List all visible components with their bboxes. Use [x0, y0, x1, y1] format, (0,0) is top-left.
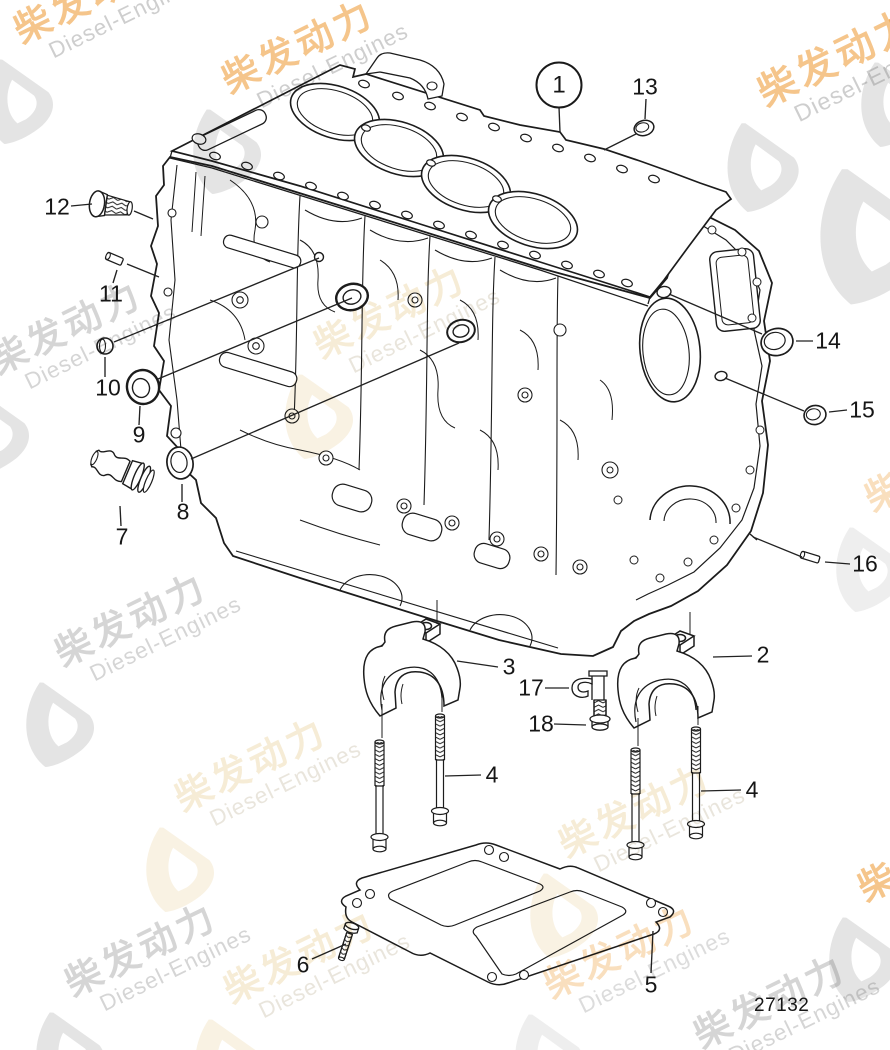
callout-18: 18 [528, 710, 554, 737]
leader-target-bores [313, 251, 758, 541]
callout-11: 11 [99, 280, 123, 307]
cup-plug-13 [633, 119, 655, 137]
callout-9: 9 [132, 421, 146, 448]
bearing-cap-right [616, 630, 716, 729]
alignment-lines [381, 600, 699, 746]
callout-4: 4 [485, 761, 499, 788]
engine-block [150, 156, 773, 657]
callout-8: 8 [176, 498, 190, 525]
callout-1: 1 [535, 61, 583, 109]
seal-ring-9 [125, 368, 161, 406]
cup-plug-14 [760, 327, 794, 357]
callout-15: 15 [849, 396, 875, 423]
drawing-number: 27132 [754, 995, 810, 1016]
callout-16: 16 [852, 550, 878, 577]
threaded-plug-12 [88, 190, 133, 218]
stud-bolt-18 [589, 699, 611, 731]
sealing-washer-8 [166, 446, 194, 480]
callout-12: 12 [44, 193, 70, 220]
dowel-pin-16 [799, 550, 821, 564]
callout-6: 6 [296, 951, 310, 978]
callout-17: 17 [518, 674, 544, 701]
callout-4: 4 [745, 776, 759, 803]
callout-14: 14 [815, 327, 841, 354]
callout-10: 10 [95, 374, 121, 401]
callout-3: 3 [502, 653, 516, 680]
head-gasket [169, 52, 733, 305]
callout-7: 7 [115, 523, 129, 550]
callout-5: 5 [644, 971, 658, 998]
bearing-cap-left [362, 618, 462, 717]
callout-13: 13 [632, 73, 658, 100]
cup-plug-10 [96, 337, 114, 355]
flange-bolt-6 [337, 921, 360, 962]
retainer-clip-17 [571, 670, 608, 700]
cup-plug-15 [803, 404, 827, 426]
callout-2: 2 [756, 641, 770, 668]
bottom-gasket [340, 842, 675, 986]
hose-nipple-7 [90, 449, 155, 493]
dowel-pin-11 [104, 251, 124, 266]
